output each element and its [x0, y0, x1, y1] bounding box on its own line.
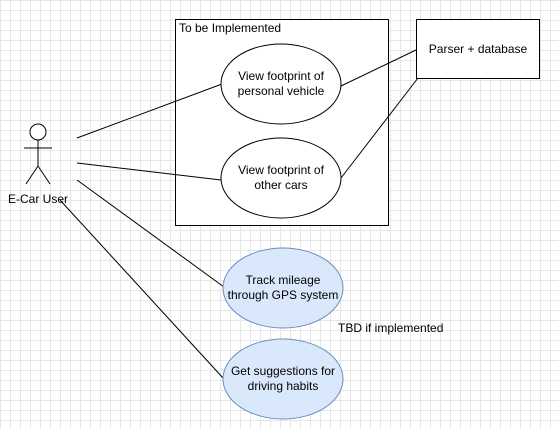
use-case-label-2-line-1: View footprint of: [238, 163, 324, 177]
connector-usecase1-system: [340, 49, 417, 87]
connector-actor-usecase-3: [76, 179, 225, 288]
use-case-label-4-line-1: Get suggestions for: [230, 364, 336, 378]
use-case-ellipse-1[interactable]: [220, 43, 342, 125]
actor-right-leg: [37, 165, 51, 185]
system-label: Parser + database: [428, 42, 528, 56]
use-case-ellipse-4[interactable]: [222, 338, 344, 420]
use-case-ellipse-3[interactable]: [222, 247, 344, 329]
actor-left-leg: [25, 165, 39, 185]
actor-label: E-Car User: [7, 192, 69, 206]
use-case-label-3-line-2: through GPS system: [227, 288, 339, 302]
connector-actor-usecase-4: [59, 199, 224, 379]
actor-stick-figure[interactable]: [24, 123, 52, 185]
use-case-label-4: Get suggestions for driving habits: [231, 364, 335, 394]
system-box[interactable]: [416, 19, 540, 79]
use-case-label-3-line-1: Track mileage: [245, 273, 321, 287]
connector-actor-usecase-1: [76, 83, 223, 139]
use-case-label-1: View footprint of personal vehicle: [238, 69, 325, 99]
use-case-label-3: Track mileage through GPS system: [228, 273, 339, 303]
use-case-ellipse-2[interactable]: [220, 137, 342, 219]
note-label: TBD if implemented: [338, 321, 444, 335]
use-case-label-2: View footprint of other cars: [238, 163, 324, 193]
use-case-label-1-line-2: personal vehicle: [237, 84, 325, 98]
boundary-label: To be Implemented: [179, 21, 282, 35]
use-case-label-4-line-2: driving habits: [247, 379, 319, 393]
actor-head: [29, 123, 47, 141]
connector-actor-usecase-2: [76, 162, 222, 181]
use-case-label-2-line-2: other cars: [254, 178, 308, 192]
connector-usecase2-system: [340, 77, 419, 179]
use-case-label-1-line-1: View footprint of: [238, 69, 324, 83]
